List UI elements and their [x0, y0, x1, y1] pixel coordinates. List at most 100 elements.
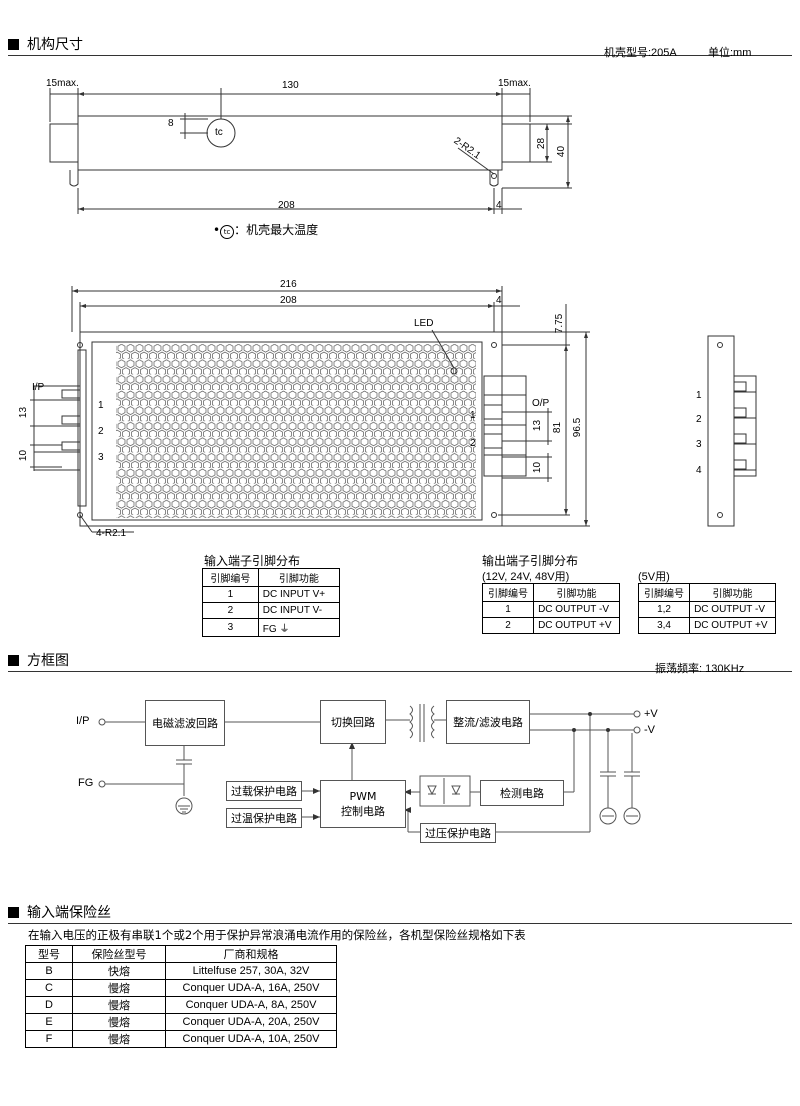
table-cell: 慢熔: [72, 979, 166, 997]
ip-label: I/P: [32, 382, 45, 393]
dim-8: 8: [168, 118, 174, 129]
overvoltage-protection-box: 过压保护电路: [420, 823, 496, 843]
op-label: O/P: [532, 398, 550, 409]
table-cell: D: [25, 996, 73, 1014]
dim-left-max: 15max.: [46, 78, 79, 89]
block-ip-label: I/P: [76, 715, 90, 727]
table-cell: E: [25, 1013, 73, 1031]
overtemp-protection-box: 过温保护电路: [226, 808, 302, 828]
emi-filter-box: 电磁滤波回路: [145, 700, 225, 746]
tc-note-dot: •: [213, 223, 221, 237]
section-divider: [8, 923, 792, 924]
pos-output-label: +V: [644, 708, 658, 720]
pwm-label: PWM: [349, 789, 377, 803]
table-cell: Conquer UDA-A, 20A, 250V: [165, 1013, 337, 1031]
section-title: 方框图: [27, 653, 69, 669]
in-pin-2: 2: [98, 426, 104, 437]
tc-note-text: ：机壳最大温度: [234, 223, 319, 237]
led-label: LED: [414, 318, 434, 329]
unit-label: 单位:mm: [708, 47, 752, 59]
table-cell: Conquer UDA-A, 10A, 250V: [165, 1030, 337, 1048]
rectifier-box: 整流/滤波电路: [446, 700, 530, 744]
table-cell: Littelfuse 257, 30A, 32V: [165, 962, 337, 980]
dim-208-side: 208: [278, 200, 295, 211]
table-cell: 2: [481, 617, 535, 634]
section-header-input-fuse: 输入端保险丝: [8, 902, 111, 924]
bullet-square-icon: [8, 39, 19, 50]
overload-protection-box: 过载保护电路: [226, 781, 302, 801]
alt-pin-4: 4: [696, 465, 702, 476]
bullet-square-icon: [8, 907, 19, 918]
tc-label: tc: [215, 127, 223, 138]
table-cell: FG ⏚: [257, 618, 341, 637]
detection-box: 检测电路: [480, 780, 564, 806]
table-header-row: 型号 保险丝型号 厂商和规格: [25, 945, 337, 963]
input-table-title: 输入端子引脚分布: [204, 554, 301, 568]
dim-4-top: 4: [496, 295, 502, 306]
section-divider: [8, 55, 792, 56]
fuse-header-type: 保险丝型号: [72, 945, 166, 963]
alt-pin-3: 3: [696, 439, 702, 450]
block-fg-label: FG: [78, 777, 94, 789]
neg-output-label: -V: [644, 724, 655, 736]
section-divider: [8, 671, 792, 672]
table-cell: 慢熔: [72, 1030, 166, 1048]
table-cell: DC OUTPUT +V: [533, 617, 620, 634]
bullet-square-icon: [8, 655, 19, 666]
alt-pin-1: 1: [696, 390, 702, 401]
dim-208-top: 208: [280, 295, 297, 306]
fuse-header-spec: 厂商和规格: [165, 945, 337, 963]
pwm-control-label: 控制电路: [341, 804, 385, 818]
oscillation-frequency: 振荡频率: 130KHz: [655, 663, 745, 675]
in-pin-3: 3: [98, 452, 104, 463]
hole-label-top: 4-R2.1: [96, 528, 127, 539]
dim-216: 216: [280, 279, 297, 290]
table-cell: 慢熔: [72, 996, 166, 1014]
table-cell: 3: [202, 618, 259, 637]
dim-130: 130: [282, 80, 299, 91]
table-cell: F: [25, 1030, 73, 1048]
tc-note: •tc：机壳最大温度: [213, 221, 318, 239]
switch-box: 切换回路: [320, 700, 386, 744]
pwm-control-box: PWM 控制电路: [320, 780, 406, 828]
case-number: 机壳型号:205A: [604, 47, 677, 59]
section-header-dimensions: 机构尺寸: [8, 34, 83, 56]
table-cell: C: [25, 979, 73, 997]
in-pin-1: 1: [98, 400, 104, 411]
section-header-block-diagram: 方框图: [8, 650, 69, 672]
output-table-title: 输出端子引脚分布: [482, 554, 579, 568]
table-cell: 慢熔: [72, 1013, 166, 1031]
output-table-subtitle: (12V, 24V, 48V用): [482, 571, 570, 583]
fuse-header-model: 型号: [25, 945, 73, 963]
output-5v-subtitle: (5V用): [638, 571, 670, 583]
table-cell: Conquer UDA-A, 16A, 250V: [165, 979, 337, 997]
table-cell: 3,4: [637, 617, 691, 634]
dim-right-max: 15max.: [498, 78, 531, 89]
dim-4-side: 4: [496, 200, 502, 211]
section-title: 输入端保险丝: [27, 905, 111, 921]
table-cell: 快熔: [72, 962, 166, 980]
tc-icon: tc: [220, 225, 235, 239]
out-pin-2: 2: [470, 438, 476, 449]
fuse-description: 在输入电压的正极有串联1个或2个用于保护异常浪涌电流作用的保险丝，各机型保险丝规…: [28, 928, 526, 942]
table-cell: Conquer UDA-A, 8A, 250V: [165, 996, 337, 1014]
out-pin-1: 1: [470, 410, 476, 421]
table-cell: DC OUTPUT +V: [689, 617, 776, 634]
table-cell: B: [25, 962, 73, 980]
section-title: 机构尺寸: [27, 37, 83, 53]
